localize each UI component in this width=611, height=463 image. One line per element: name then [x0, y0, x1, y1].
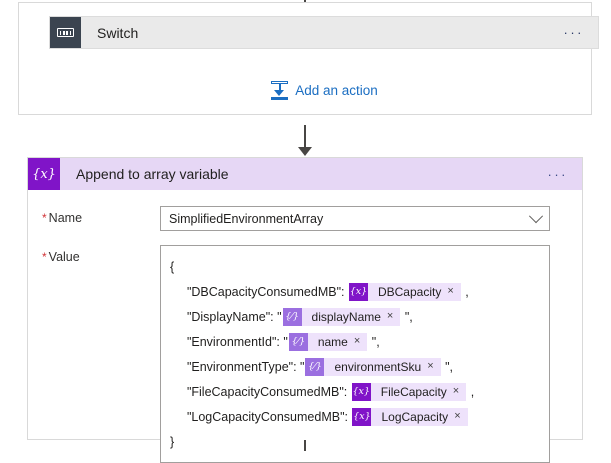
switch-scope-container: Switch ··· Add an action	[18, 2, 599, 115]
name-input-value: SimplifiedEnvironmentArray	[169, 211, 324, 226]
token-chip-remove-icon[interactable]: ×	[452, 385, 460, 397]
append-to-array-variable-card[interactable]: {x} Append to array variable ··· *Name S…	[27, 157, 583, 463]
switch-overflow-menu-button[interactable]: ···	[563, 25, 584, 40]
token-chip[interactable]: {x} FileCapacity ×	[351, 382, 467, 401]
token-chip-remove-icon[interactable]: ×	[447, 285, 454, 297]
json-text: ",	[441, 359, 454, 374]
value-label-text: Value	[48, 250, 80, 264]
token-chip[interactable]: {x} DBCapacity ×	[348, 282, 461, 301]
expression-token-icon: {⁄}	[305, 357, 325, 376]
value-field-label: *Value	[42, 245, 160, 264]
token-chip-label: FileCapacity	[380, 384, 447, 399]
token-chip-remove-icon[interactable]: ×	[454, 410, 461, 422]
add-an-action-label: Add an action	[295, 83, 378, 98]
json-text: ,	[461, 284, 469, 299]
token-chip[interactable]: {x} LogCapacity ×	[352, 407, 468, 426]
json-text: "DBCapacityConsumedMB":	[180, 284, 348, 299]
switch-icon	[50, 17, 81, 48]
json-text: "FileCapacityConsumedMB":	[180, 384, 351, 399]
append-card-title: Append to array variable	[76, 166, 229, 182]
value-json-line: "DisplayName": "{⁄} displayName × ",	[170, 304, 541, 329]
token-chip[interactable]: {⁄} name ×	[288, 332, 368, 351]
variable-token-icon: {x}	[351, 382, 371, 401]
value-required-marker: *	[42, 250, 47, 264]
variable-token-icon: {x}	[352, 407, 372, 426]
insert-action-icon	[271, 81, 289, 100]
value-input[interactable]: { "DBCapacityConsumedMB": {x} DBCapacity ×…	[160, 245, 550, 463]
value-json-line: "DBCapacityConsumedMB": {x} DBCapacity × ,	[170, 279, 541, 304]
connector-stub-bottom	[298, 440, 312, 451]
expression-token-icon: {⁄}	[288, 332, 308, 351]
token-chip-label: name	[317, 334, 348, 349]
switch-title: Switch	[97, 24, 139, 41]
value-json-line: "LogCapacityConsumedMB": {x} LogCapacity ×	[170, 404, 541, 429]
add-an-action-button[interactable]: Add an action	[19, 81, 611, 100]
token-chip[interactable]: {⁄} displayName ×	[282, 307, 401, 326]
token-chip-remove-icon[interactable]: ×	[386, 310, 394, 322]
json-text: "LogCapacityConsumedMB":	[180, 409, 352, 424]
value-json-line: "EnvironmentId": "{⁄} name × ",	[170, 329, 541, 354]
name-required-marker: *	[42, 211, 47, 225]
value-field-row: *Value { "DBCapacityConsumedMB": {x} DBCa…	[28, 245, 582, 463]
chevron-down-icon[interactable]	[528, 208, 544, 223]
value-json-line: "FileCapacityConsumedMB": {x} FileCapacit…	[170, 379, 541, 404]
variable-icon: {x}	[28, 158, 60, 190]
token-chip[interactable]: {⁄} environmentSku ×	[305, 357, 441, 376]
json-text: "DisplayName": "	[180, 309, 282, 324]
connector-arrow-middle	[298, 125, 312, 157]
token-chip-label: environmentSku	[334, 359, 422, 374]
append-card-overflow-menu-button[interactable]: ···	[547, 166, 568, 182]
value-json-line: {	[170, 254, 541, 279]
name-field-row: *Name SimplifiedEnvironmentArray	[28, 206, 582, 231]
json-text: ",	[368, 334, 380, 349]
json-text: }	[170, 434, 175, 449]
expression-token-icon: {⁄}	[282, 307, 302, 326]
name-input[interactable]: SimplifiedEnvironmentArray	[160, 206, 550, 231]
value-json-line: "EnvironmentType": "{⁄} environmentSku × "…	[170, 354, 541, 379]
name-label-text: Name	[48, 211, 83, 225]
name-field-label: *Name	[42, 206, 160, 225]
variable-token-icon: {x}	[348, 282, 368, 301]
json-text: ,	[467, 384, 475, 399]
json-text: "EnvironmentType": "	[180, 359, 305, 374]
json-text: "EnvironmentId": "	[180, 334, 288, 349]
token-chip-label: LogCapacity	[381, 409, 449, 424]
switch-action-card[interactable]: Switch ···	[49, 16, 599, 49]
json-text: {	[170, 259, 175, 274]
json-text: ",	[401, 309, 413, 324]
token-chip-remove-icon[interactable]: ×	[427, 360, 434, 372]
token-chip-label: displayName	[311, 309, 381, 324]
token-chip-remove-icon[interactable]: ×	[353, 335, 361, 347]
value-json-line: }	[170, 429, 541, 454]
append-card-header[interactable]: {x} Append to array variable ···	[28, 158, 582, 190]
token-chip-label: DBCapacity	[377, 284, 442, 299]
